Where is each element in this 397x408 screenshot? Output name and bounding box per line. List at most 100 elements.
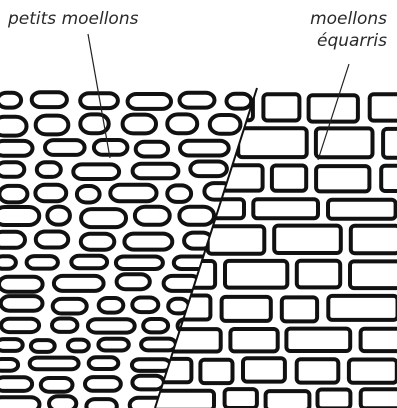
squared-stone xyxy=(383,129,397,158)
squared-stone xyxy=(350,261,397,288)
rubble-stone xyxy=(130,398,168,408)
rubble-stone xyxy=(0,339,23,351)
rubble-stone xyxy=(133,164,179,179)
rubble-stone xyxy=(27,256,58,269)
squared-stone xyxy=(349,360,397,383)
rubble-stone xyxy=(136,142,168,157)
rubble-stone xyxy=(0,359,18,371)
squared-stone xyxy=(297,261,340,288)
squared-stone xyxy=(351,226,397,253)
rubble-stone xyxy=(239,141,274,156)
rubble-stone xyxy=(88,319,135,332)
rubble-stone xyxy=(81,209,126,227)
rubble-stone xyxy=(0,207,39,225)
squared-stone xyxy=(282,297,317,321)
rubble-stone xyxy=(35,185,66,202)
rubble-stone xyxy=(68,340,89,352)
squared-stone xyxy=(274,226,341,253)
rubble-stone xyxy=(36,116,69,135)
squared-stone xyxy=(272,166,306,191)
rubble-stone xyxy=(1,296,43,311)
squared-stone xyxy=(328,296,397,320)
squared-stone xyxy=(238,128,307,157)
rubble-stone xyxy=(179,207,214,225)
squared-stone xyxy=(316,166,369,191)
rubble-stone xyxy=(221,232,267,248)
squared-stone xyxy=(266,391,310,408)
rubble-stone xyxy=(36,232,68,248)
rubble-stone xyxy=(143,319,168,332)
rubble-stone xyxy=(180,141,229,156)
rubble-stone xyxy=(85,377,121,391)
rubble-stone xyxy=(167,185,191,202)
rubble-stone xyxy=(81,234,115,250)
squared-stone xyxy=(253,199,318,218)
rubble-stone xyxy=(167,114,197,133)
label-moellons-equarris: moellons équarris xyxy=(310,8,387,52)
leader-line-right xyxy=(318,64,349,160)
rubble-stone xyxy=(73,164,119,179)
rubble-stone xyxy=(0,93,21,108)
squared-stone xyxy=(361,329,397,351)
rubble-stone xyxy=(110,185,156,202)
squared-stone xyxy=(309,95,358,121)
rubble-stone xyxy=(31,340,55,352)
rubble-stone xyxy=(0,162,24,177)
rubble-stone xyxy=(116,257,163,270)
rubble-stone xyxy=(37,162,61,177)
rubble-stone xyxy=(1,319,39,332)
rubble-stone xyxy=(99,298,124,313)
rubble-stone xyxy=(0,232,25,248)
squared-stone xyxy=(361,389,397,408)
squared-stone xyxy=(318,390,351,408)
rubble-stone xyxy=(132,298,158,313)
rubble-stone xyxy=(47,207,70,225)
rubble-stone xyxy=(45,140,85,155)
rubble-stone xyxy=(32,92,67,107)
squared-stone xyxy=(316,128,373,157)
squared-stone xyxy=(152,391,214,408)
rubble-stone xyxy=(71,256,107,268)
rubble-stone xyxy=(117,274,150,289)
squared-stone xyxy=(263,94,299,120)
rubble-stone xyxy=(52,319,77,332)
rubble-stone xyxy=(94,140,128,155)
squared-stone xyxy=(328,200,396,219)
rubble-stone xyxy=(53,299,87,314)
squared-stone xyxy=(222,297,271,321)
label-moellons-equarris-line1: moellons xyxy=(310,8,387,30)
label-petits-moellons: petits moellons xyxy=(8,8,138,30)
squared-stone xyxy=(225,261,287,288)
rubble-stone xyxy=(30,358,79,370)
rubble-stone xyxy=(249,115,297,134)
rubble-stone xyxy=(86,399,116,408)
squared-stone xyxy=(381,166,397,191)
rubble-stone xyxy=(132,376,164,390)
squared-stone xyxy=(243,358,285,381)
label-moellons-equarris-line2: équarris xyxy=(310,30,387,52)
rubble-stone xyxy=(0,256,16,269)
rubble-stone xyxy=(0,117,26,136)
rubble-stone xyxy=(0,141,32,156)
rubble-stone xyxy=(264,207,288,225)
rubble-stone xyxy=(0,277,43,292)
rubble-stone xyxy=(227,94,252,109)
rubble-stone xyxy=(41,378,73,392)
rubble-stone xyxy=(210,115,241,134)
squared-stone xyxy=(370,94,397,120)
rubble-stone xyxy=(190,162,227,177)
squared-stone xyxy=(200,360,232,383)
squared-stone xyxy=(286,329,350,351)
rubble-stone xyxy=(135,207,170,225)
rubble-stone xyxy=(49,396,76,408)
rubble-stone xyxy=(128,94,171,109)
small-rubble-stones xyxy=(0,92,299,408)
rubble-stone xyxy=(132,359,171,371)
rubble-stone xyxy=(124,234,172,250)
rubble-stone xyxy=(0,377,32,391)
squared-stone xyxy=(225,389,257,408)
squared-stone xyxy=(208,226,265,253)
rubble-stone xyxy=(89,357,119,369)
